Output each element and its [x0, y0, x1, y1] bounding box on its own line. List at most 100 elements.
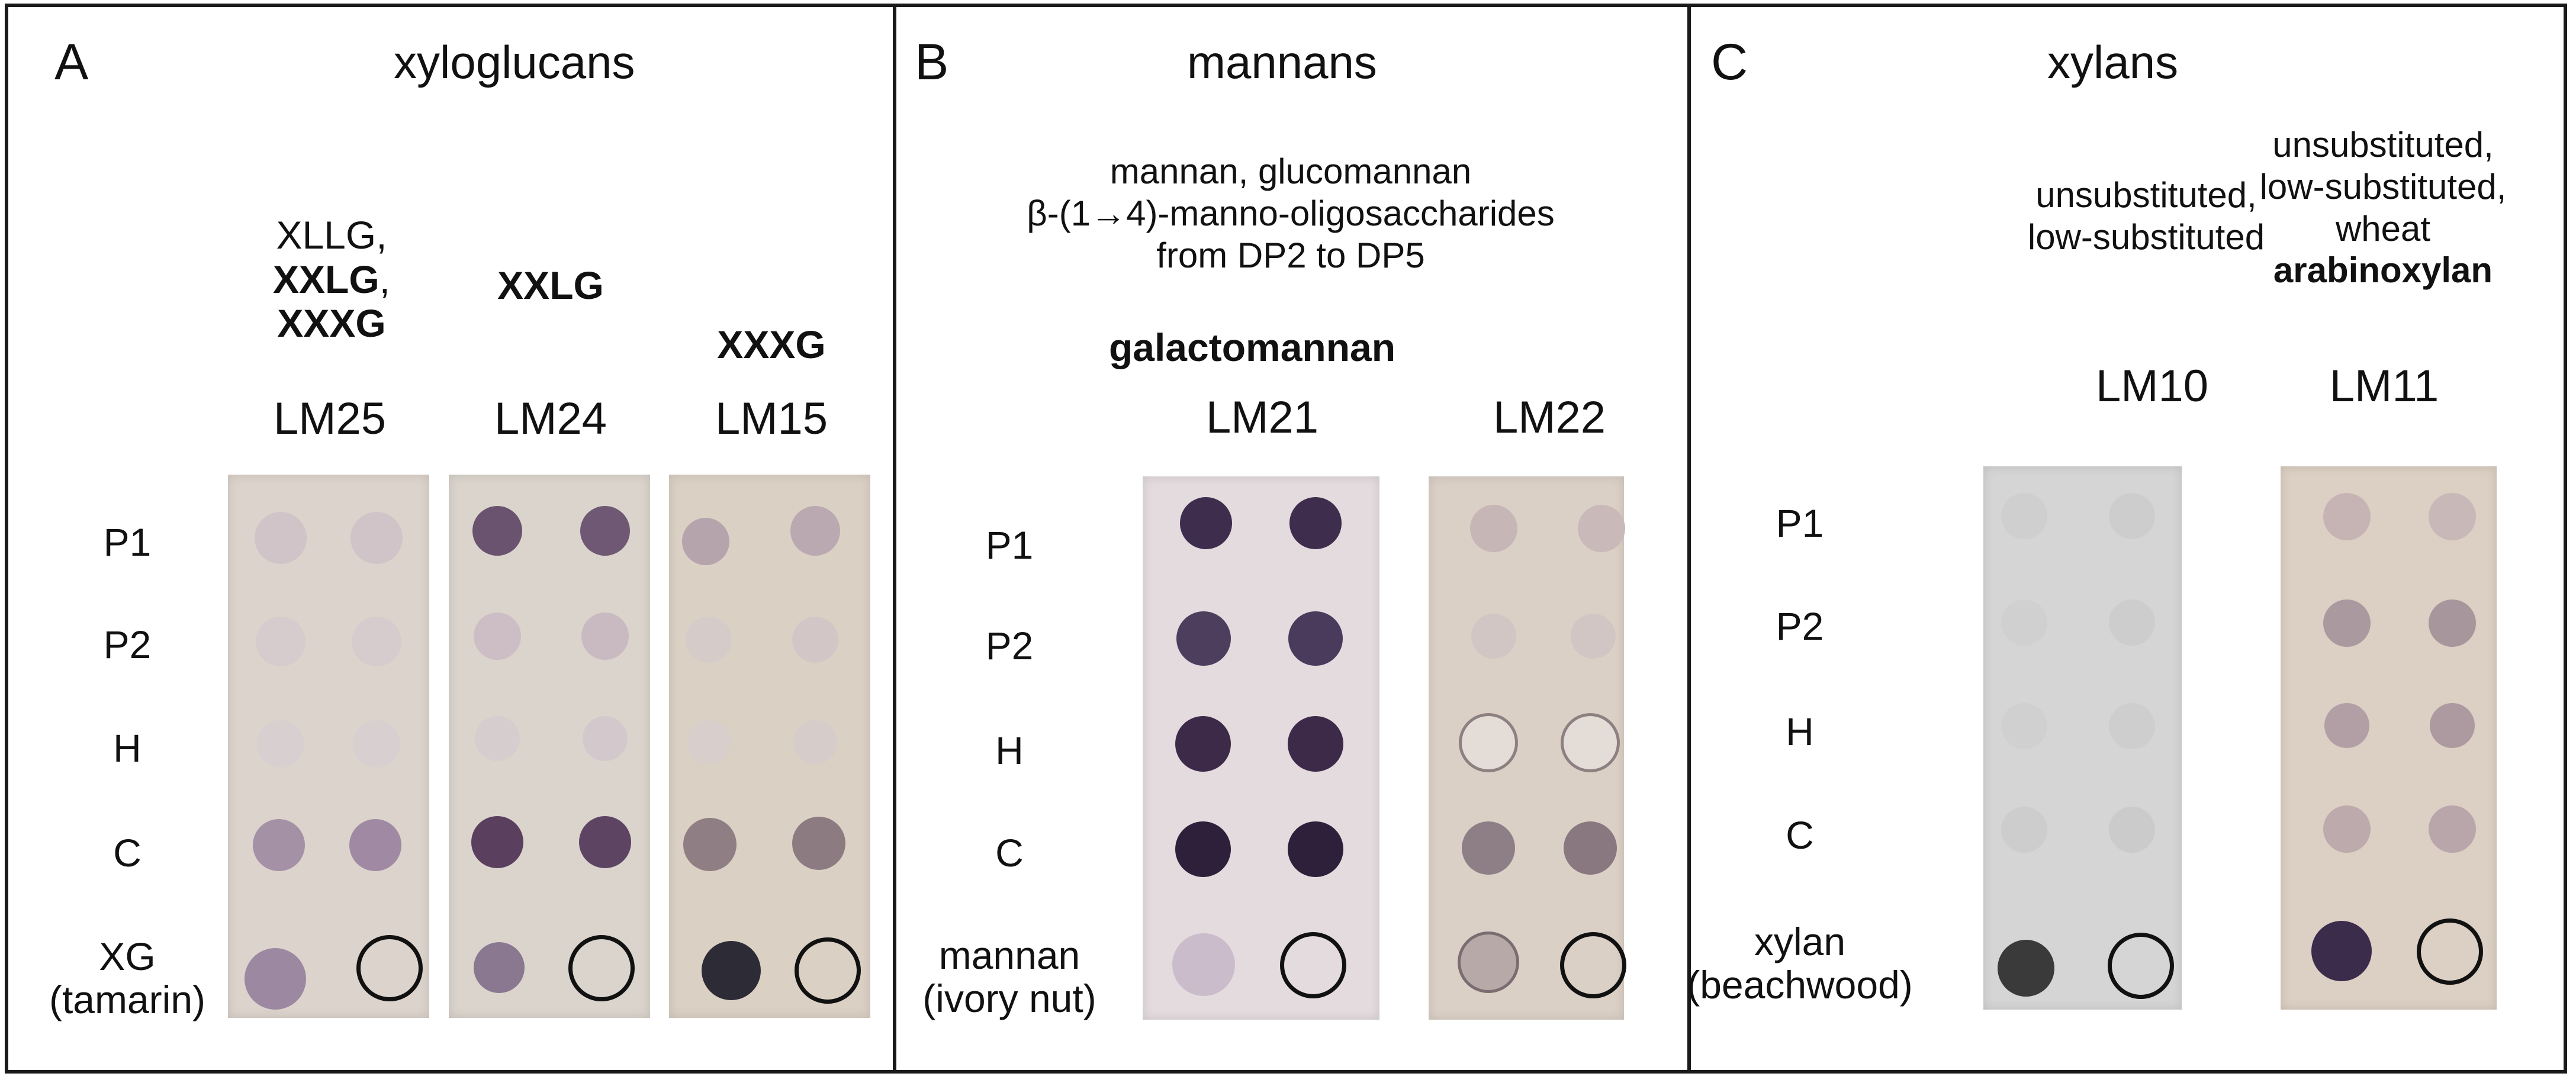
lm10-desc-line1: unsubstituted, — [2035, 175, 2257, 215]
blot-dot — [1288, 716, 1343, 772]
blot-lm11 — [2281, 466, 2497, 1010]
blot-dot — [579, 816, 631, 868]
row-label-p2: P2 — [985, 624, 1034, 668]
blot-dot — [2001, 493, 2047, 539]
antibody-lm22: LM22 — [1493, 392, 1606, 443]
panel-a-title: xyloglucans — [394, 36, 635, 88]
lm21-desc-line2: β-(1→4)-manno-oligosaccharides — [1027, 193, 1555, 233]
blot-dot — [1175, 821, 1231, 877]
figure-frame — [5, 4, 2567, 1074]
panel-c-title: xylans — [2047, 36, 2179, 88]
lm21-desc-line1: mannan, glucomannan — [1109, 152, 1472, 191]
blot-dot — [1564, 821, 1617, 875]
blot-ring — [2417, 918, 2483, 985]
blot-dot — [475, 716, 520, 761]
row-label-h: H — [1786, 710, 1814, 753]
row-label-xg-line2: (tamarin) — [49, 977, 206, 1021]
lm25-epitope: XLLG, XXLG, XXXG — [273, 213, 390, 346]
blot-lm24 — [449, 475, 650, 1018]
panel-divider-ab — [893, 4, 896, 1074]
antibody-lm21: LM21 — [1205, 392, 1319, 443]
blot-lm25 — [228, 475, 429, 1018]
blot-dot — [1172, 933, 1235, 996]
blot-dot — [1462, 821, 1515, 875]
row-label-h: H — [995, 729, 1024, 772]
blot-dot — [792, 617, 838, 663]
row-label-mannan: mannan (ivory nut) — [922, 934, 1096, 1020]
blot-dot — [2324, 703, 2369, 748]
blot-dot — [472, 506, 522, 556]
lm21-epitope-description: mannan, glucomannan β-(1→4)-manno-oligos… — [1027, 151, 1555, 276]
blot-dot — [1289, 497, 1342, 549]
blot-dot — [2109, 493, 2155, 539]
blot-dot — [2109, 703, 2155, 749]
lm11-desc-bold: arabinoxylan — [2273, 250, 2493, 291]
blot-dot — [1564, 716, 1617, 769]
row-label-xg-line1: XG — [99, 934, 156, 978]
blot-dot — [1462, 716, 1515, 769]
blot-ring — [795, 937, 861, 1004]
blot-dot — [1571, 614, 1616, 659]
antibody-lm10: LM10 — [2095, 361, 2209, 411]
blot-dot — [1180, 497, 1232, 549]
blot-dot — [1471, 614, 1516, 659]
row-label-xylan-line1: xylan — [1754, 920, 1846, 963]
blot-dot — [2001, 807, 2047, 853]
blot-dot — [1288, 821, 1343, 877]
blot-dot — [349, 819, 401, 871]
blot-dot — [790, 506, 840, 556]
blot-dot — [2429, 599, 2476, 647]
row-label-p1: P1 — [103, 520, 152, 564]
blot-dot — [682, 518, 729, 565]
row-label-c: C — [1786, 813, 1814, 857]
antibody-lm24: LM24 — [494, 394, 607, 444]
blot-dot — [2109, 599, 2155, 646]
blot-dot — [1288, 611, 1343, 666]
blot-dot — [687, 720, 731, 764]
blot-dot — [474, 613, 521, 660]
row-label-mannan-line1: mannan — [938, 933, 1080, 977]
blot-dot — [793, 720, 837, 764]
lm11-epitope-description: unsubstituted, low-substituted, wheat ar… — [2260, 124, 2507, 292]
blot-dot — [1998, 940, 2054, 997]
antibody-lm15: LM15 — [715, 394, 828, 444]
blot-dot — [792, 817, 845, 870]
row-label-p1: P1 — [985, 523, 1034, 567]
blot-lm22 — [1429, 476, 1626, 1020]
row-label-xylan-line2: (beachwood) — [1687, 962, 1913, 1007]
lm11-desc-line2: low-substituted, — [2259, 166, 2507, 207]
blot-dot — [253, 819, 305, 871]
blot-dot — [2311, 921, 2372, 981]
blot-dot — [580, 506, 630, 556]
blot-dot — [257, 720, 304, 768]
lm25-epitope-line2: XXLG — [272, 257, 380, 301]
lm21-desc-line3: from DP2 to DP5 — [1156, 235, 1425, 275]
row-label-xg: XG (tamarin) — [49, 935, 205, 1021]
blot-dot — [1578, 505, 1625, 552]
blot-dot — [702, 941, 761, 1000]
blot-dot — [255, 512, 307, 564]
blot-dot — [2001, 599, 2047, 646]
row-label-mannan-line2: (ivory nut) — [922, 976, 1096, 1020]
lm25-epitope-comma: , — [379, 257, 391, 301]
row-label-p1: P1 — [1776, 501, 1824, 545]
antibody-lm11: LM11 — [2329, 361, 2439, 411]
blot-dot — [2323, 493, 2371, 540]
panel-b-letter: B — [915, 34, 949, 91]
row-label-p2: P2 — [1776, 604, 1824, 648]
blot-lm10 — [1983, 466, 2182, 1010]
lm11-desc-line1: unsubstituted, — [2272, 125, 2494, 165]
blot-dot — [2430, 703, 2475, 748]
row-label-c: C — [995, 831, 1024, 875]
blot-ring — [1560, 932, 1626, 998]
panel-b-title: mannans — [1187, 36, 1377, 88]
blot-dot — [352, 617, 401, 666]
panel-a-letter: A — [54, 34, 89, 91]
panel-divider-bc — [1687, 4, 1691, 1074]
blot-dot — [1175, 716, 1231, 772]
blot-ring — [568, 935, 635, 1001]
blot-dot — [2323, 599, 2371, 647]
blot-dot — [353, 720, 400, 768]
blot-dot — [1470, 505, 1517, 552]
blot-dot — [683, 818, 737, 871]
